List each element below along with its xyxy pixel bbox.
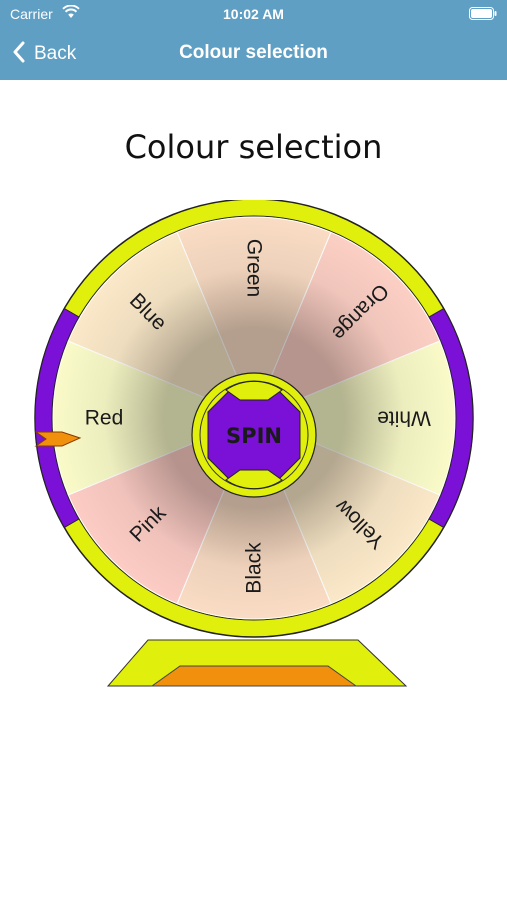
wheel-stand (106, 639, 408, 687)
wheel-segment-label: Green (243, 239, 266, 297)
page-title: Colour selection (124, 128, 383, 166)
status-time: 10:02 AM (223, 6, 284, 22)
back-button[interactable]: Back (12, 38, 76, 70)
chevron-left-icon (12, 41, 26, 68)
navigation-bar: Back Colour selection (0, 28, 507, 80)
battery-icon (469, 7, 497, 25)
wheel-segment-label: Red (85, 407, 124, 430)
wifi-icon (62, 4, 80, 24)
back-label: Back (34, 43, 77, 64)
spin-button[interactable]: SPIN (191, 372, 317, 498)
wheel-segment-label: White (377, 407, 431, 430)
carrier-label: Carrier (10, 6, 53, 22)
status-bar: Carrier 10:02 AM (0, 0, 507, 28)
rim-inner-edge (51, 215, 457, 621)
wheel-pointer (34, 431, 82, 447)
spin-label: SPIN (226, 424, 282, 448)
wheel-segment-label: Black (243, 542, 266, 594)
nav-title: Colour selection (179, 42, 328, 63)
